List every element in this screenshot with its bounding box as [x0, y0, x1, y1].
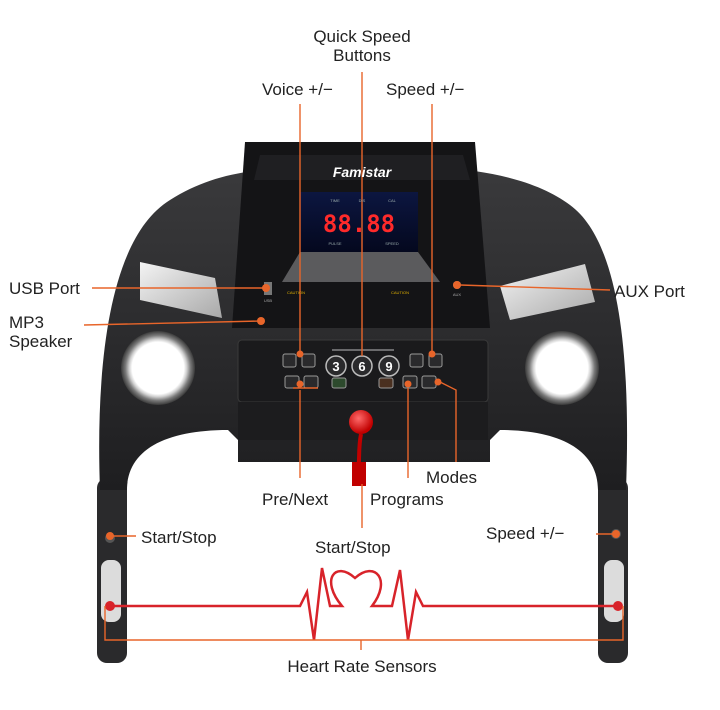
left-silver-grip	[140, 262, 222, 318]
display-indicator-time: TIME	[330, 198, 340, 203]
callout-mp3-line2: Speaker	[9, 332, 73, 351]
aux-port-text: AUX	[453, 292, 462, 297]
stop-button[interactable]	[378, 377, 394, 389]
heart-rate-line	[108, 567, 618, 641]
callout-dots	[106, 281, 620, 540]
left-handlebar	[97, 478, 127, 663]
callout-heart-rate: Heart Rate Sensors	[287, 657, 437, 676]
callout-quick-speed-line1: Quick Speed	[313, 27, 411, 46]
callout-start-stop-left: Start/Stop	[141, 528, 217, 547]
callout-quick-speed-line2: Buttons	[333, 46, 391, 65]
callout-mp3-line1: MP3	[9, 313, 44, 332]
treadmill-frame	[99, 168, 628, 490]
callout-speed-top: Speed +/−	[386, 80, 465, 99]
brand-logo: Famistar	[333, 164, 393, 180]
caution-left: CAUTION	[287, 290, 305, 295]
quick-speed-9: 9	[385, 359, 392, 374]
callout-start-stop-center: Start/Stop	[315, 538, 391, 557]
callout-modes: Modes	[426, 468, 478, 487]
callout-usb-port: USB Port	[9, 279, 80, 298]
left-cup-holder	[121, 331, 195, 405]
callout-voice: Voice +/−	[262, 80, 333, 99]
speed-minus-button[interactable]	[409, 353, 424, 368]
right-hr-sensor	[613, 601, 623, 611]
display-indicator-dis: DIS	[359, 198, 366, 203]
safety-key-knob[interactable]	[349, 410, 373, 434]
usb-port-text: USB	[264, 298, 273, 303]
caution-right: CAUTION	[391, 290, 409, 295]
quick-speed-buttons	[325, 349, 400, 377]
display-indicator-speed: SPEED	[385, 241, 399, 246]
modes-button[interactable]	[421, 375, 437, 389]
callout-programs: Programs	[370, 490, 444, 509]
right-silver-grip	[500, 264, 595, 320]
display-indicator-pulse: PULSE	[328, 241, 341, 246]
callout-lines	[83, 72, 624, 650]
voice-plus-button[interactable]	[301, 353, 316, 368]
right-cup-holder	[525, 331, 599, 405]
callout-pre-next: Pre/Next	[262, 490, 329, 509]
pre-button[interactable]	[284, 375, 300, 389]
left-hr-sensor	[105, 601, 115, 611]
next-button[interactable]	[303, 375, 319, 389]
display-indicator-cal: CAL	[388, 198, 397, 203]
quick-speed-6: 6	[358, 359, 365, 374]
start-stop-button[interactable]	[331, 377, 347, 389]
display-screen	[300, 192, 418, 252]
callout-aux-port: AUX Port	[614, 282, 685, 301]
callout-mp3-speaker: MP3 Speaker	[9, 313, 72, 351]
quick-speed-3: 3	[332, 359, 339, 374]
callout-speed-right: Speed +/−	[486, 524, 565, 543]
display-readout: 88.88	[323, 210, 395, 238]
voice-minus-button[interactable]	[282, 353, 297, 368]
callout-quick-speed: Quick Speed Buttons	[300, 27, 424, 65]
